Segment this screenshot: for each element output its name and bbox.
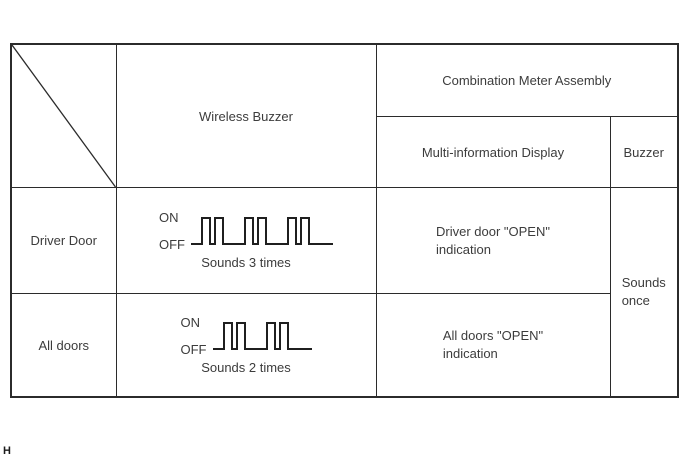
diagonal-line (12, 45, 116, 187)
off-label: OFF (180, 341, 207, 357)
row-label-driver-door: Driver Door (10, 187, 117, 294)
on-label: ON (159, 210, 179, 225)
waveform-group: ON OFF (117, 314, 375, 357)
page-marker-h: H (3, 445, 11, 457)
buzzer-behavior-table: Wireless Buzzer Combination Meter Assemb… (10, 43, 679, 398)
display-indication-driver-door: Driver door "OPEN" indication (375, 187, 611, 294)
row-label-all-doors: All doors (10, 293, 117, 398)
buzzer-waveform-2-times (212, 321, 312, 350)
waveform-cell-all-doors: ON OFF Sounds 2 times (115, 293, 377, 398)
off-label: OFF (159, 237, 185, 252)
indication-line: indication (436, 241, 491, 257)
waveform-cell-driver-door: ON OFF Sounds 3 times (115, 187, 377, 294)
header-combination-meter-assembly: Combination Meter Assembly (375, 43, 679, 117)
buzzer-waveform-3-times (191, 217, 333, 245)
header-multi-information-display: Multi-information Display (375, 116, 611, 188)
waveform-group: ON OFF (117, 211, 375, 252)
buzzer-result-text: Sounds once (622, 274, 666, 310)
header-buzzer: Buzzer (609, 116, 679, 188)
indication-line: All doors "OPEN" (442, 328, 544, 343)
waveform-caption: Sounds 2 times (201, 359, 291, 375)
buzzer-result-line: once (621, 293, 650, 308)
diagonal-header-cell (10, 43, 117, 188)
indication-line: Driver door "OPEN" (436, 223, 550, 239)
header-wireless-buzzer: Wireless Buzzer (115, 43, 377, 188)
display-indication-all-doors: All doors "OPEN" indication (375, 293, 611, 398)
on-label: ON (180, 314, 201, 330)
indication-text: Driver door "OPEN" indication (436, 223, 550, 259)
level-labels: ON OFF (159, 211, 185, 252)
waveform-caption: Sounds 3 times (201, 255, 291, 270)
indication-line: indication (442, 346, 498, 361)
buzzer-result-line: Sounds (621, 275, 666, 290)
level-labels: ON OFF (180, 314, 207, 357)
indication-text: All doors "OPEN" indication (443, 327, 543, 363)
buzzer-result-cell: Sounds once (609, 187, 679, 398)
